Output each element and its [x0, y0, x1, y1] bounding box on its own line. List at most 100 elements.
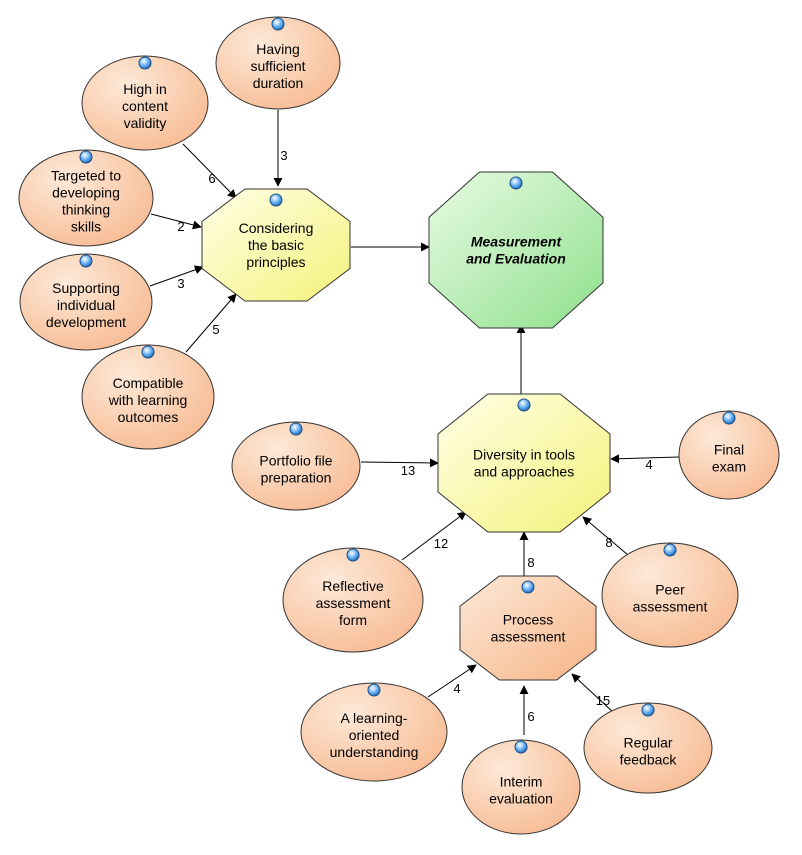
connector-dot-icon[interactable]	[663, 543, 677, 557]
node-label-line: principles	[246, 254, 305, 270]
node-label-line: A learning-	[341, 710, 408, 726]
node-label-line: preparation	[261, 470, 332, 486]
edge-weight-label: 8	[527, 555, 534, 570]
node-label-line: Considering	[239, 220, 314, 236]
node-ellipse-shape	[601, 542, 739, 648]
node-label-line: Regular	[623, 735, 672, 751]
connector-dot-icon[interactable]	[138, 56, 152, 70]
node-label-line: with learning	[108, 392, 188, 408]
edge-weight-label: 8	[605, 535, 612, 550]
node-octagon-shape	[428, 171, 604, 329]
node-ellipse-shape	[583, 702, 713, 794]
node-label-line: development	[46, 314, 126, 330]
connector-dot-icon[interactable]	[517, 398, 531, 412]
node-label-line: feedback	[620, 752, 678, 768]
edge-weight-label: 4	[645, 457, 652, 472]
node-label-line: evaluation	[489, 791, 553, 807]
node-ellipse-shape	[81, 344, 215, 450]
connector-dot-icon[interactable]	[521, 580, 535, 594]
connector-dot-icon[interactable]	[346, 548, 360, 562]
edge-peer-to-diversity	[582, 516, 629, 556]
edge-weight-label: 12	[434, 536, 448, 551]
connector-dot-icon[interactable]	[271, 17, 285, 31]
node-label-line: assessment	[633, 599, 708, 615]
node-label-line: individual	[57, 297, 115, 313]
node-label-line: content	[122, 98, 168, 114]
connector-dot-icon[interactable]	[367, 683, 381, 697]
edge-weight-label: 3	[280, 148, 287, 163]
node-label-line: Having	[256, 41, 300, 57]
node-label-line: Measurement	[471, 234, 563, 250]
connector-dot-icon[interactable]	[722, 411, 736, 425]
connector-dot-icon[interactable]	[79, 150, 93, 164]
node-ellipse-shape	[19, 253, 153, 351]
node-label-line: Final	[714, 442, 744, 458]
connector-dot-icon[interactable]	[269, 193, 283, 207]
node-label-line: and Evaluation	[466, 251, 566, 267]
connector-dot-icon[interactable]	[289, 422, 303, 436]
edge-weight-label: 6	[208, 171, 215, 186]
node-label-line: duration	[253, 75, 304, 91]
node-label-line: Portfolio file	[259, 453, 332, 469]
connector-dot-icon[interactable]	[641, 703, 655, 717]
node-label-line: skills	[71, 219, 101, 235]
node-label-line: Interim	[500, 774, 543, 790]
connector-dot-icon[interactable]	[509, 176, 523, 190]
connector-dot-icon[interactable]	[141, 345, 155, 359]
node-label-line: Supporting	[52, 280, 120, 296]
edge-outcomes-to-principles	[185, 293, 237, 353]
node-label-line: Targeted to	[51, 168, 121, 184]
node-label-line: oriented	[349, 727, 400, 743]
edge-weight-label: 2	[177, 219, 184, 234]
node-label-line: understanding	[330, 744, 419, 760]
node-ellipse-shape	[678, 410, 780, 500]
edge-learning-to-process	[427, 664, 477, 698]
node-label-line: assessment	[491, 629, 566, 645]
node-ellipse-shape	[300, 682, 448, 782]
node-ellipse-shape	[18, 149, 154, 247]
node-label-line: thinking	[62, 202, 110, 218]
edge-weight-label: 5	[212, 322, 219, 337]
node-label-line: assessment	[316, 595, 391, 611]
edge-final-to-diversity	[610, 454, 680, 464]
node-label-line: Peer	[655, 582, 685, 598]
edge-weight-label: 6	[527, 709, 534, 724]
node-label-line: exam	[712, 459, 746, 475]
edge-weight-label: 4	[453, 681, 460, 696]
node-label-line: form	[339, 612, 367, 628]
node-label-line: High in	[123, 81, 167, 97]
connector-dot-icon[interactable]	[514, 740, 528, 754]
connector-dot-icon[interactable]	[79, 254, 93, 268]
node-octagon-shape	[437, 393, 611, 533]
